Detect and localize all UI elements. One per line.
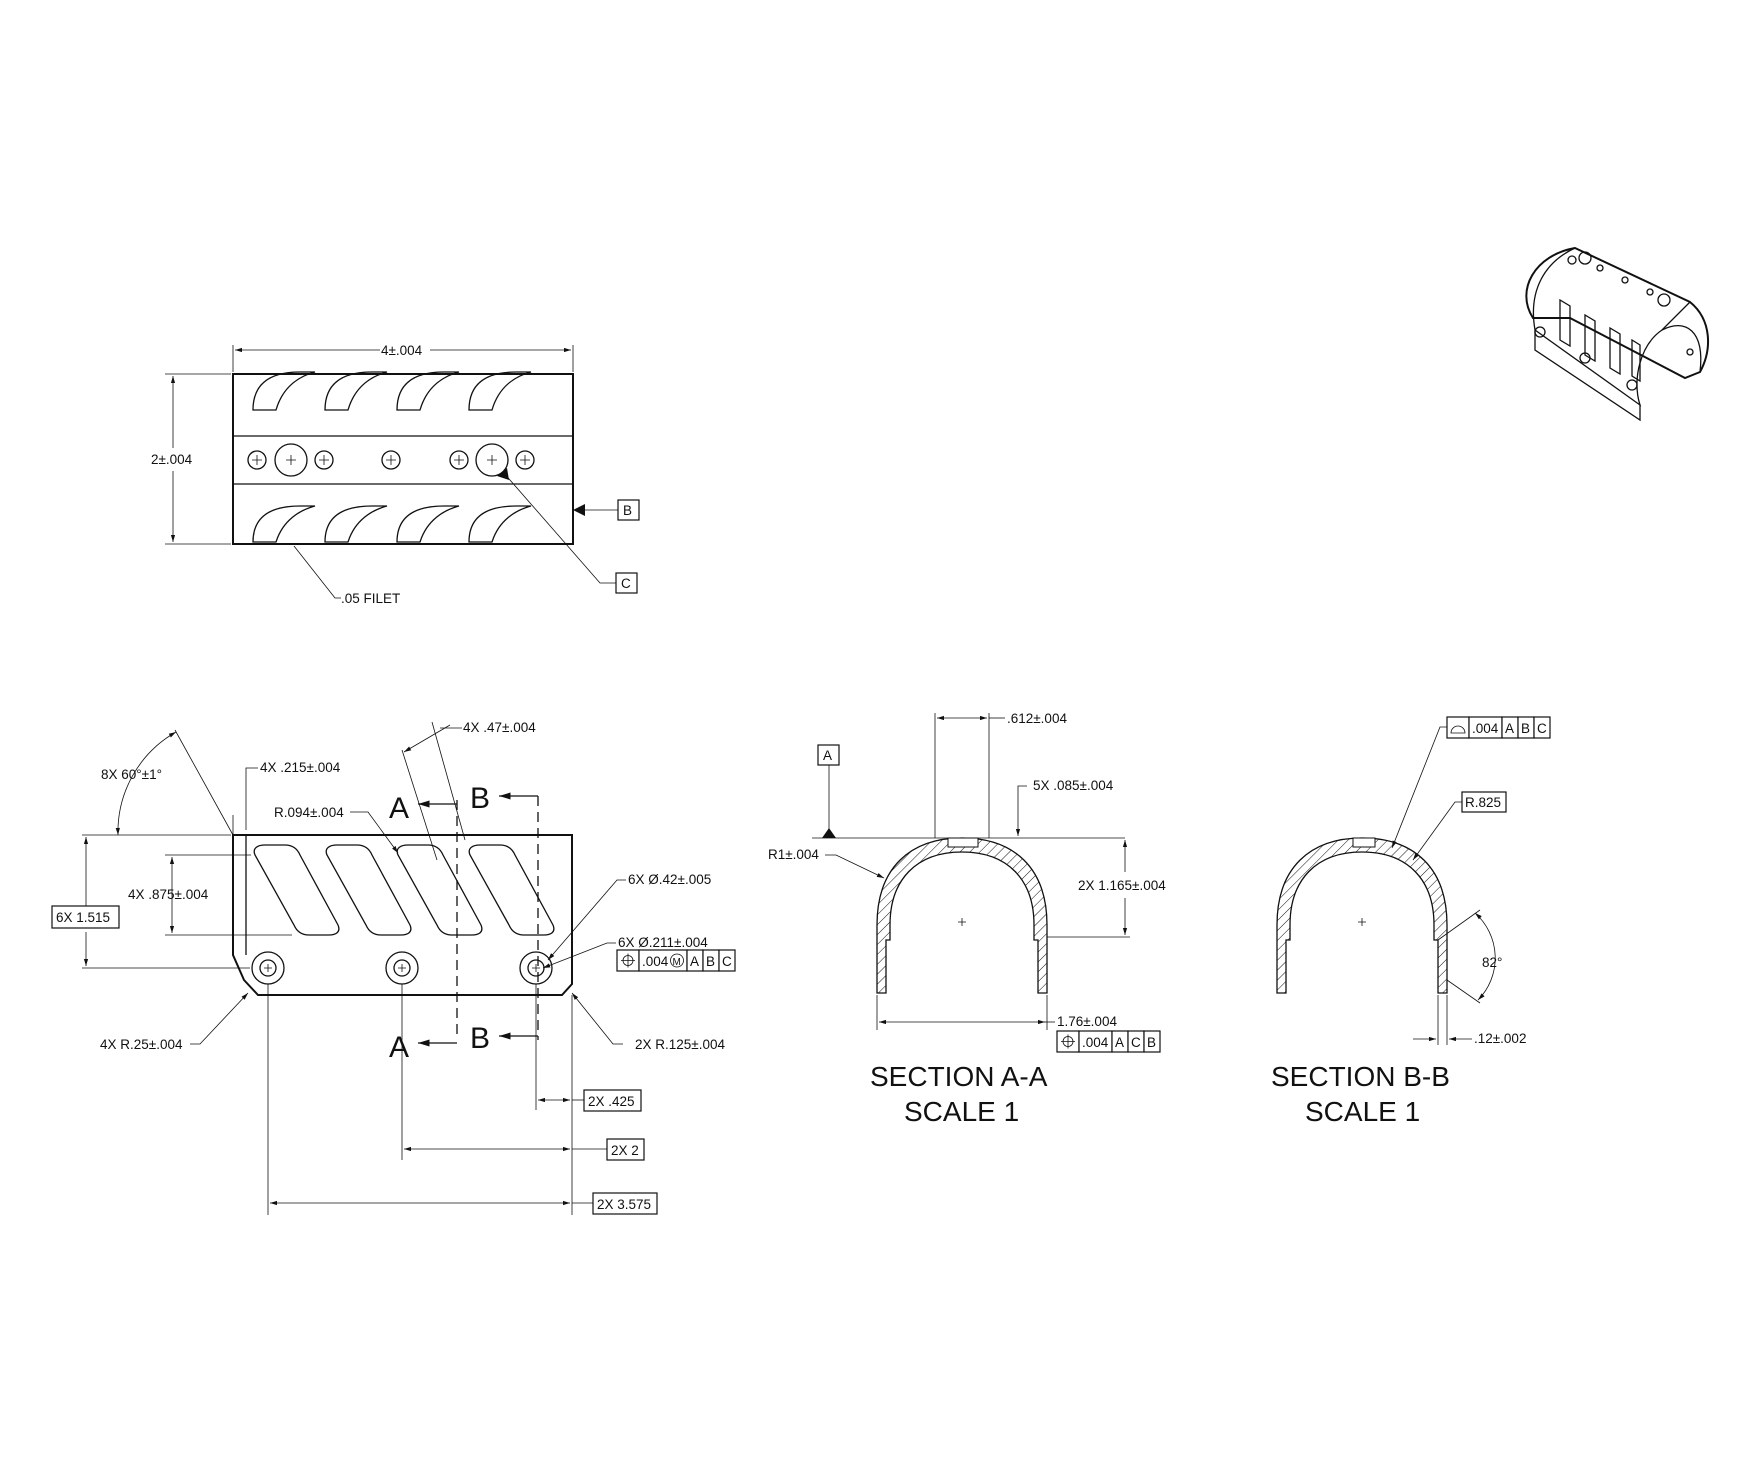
front-view: A A B B 6X 1.515 4X .875±.004 8X 60°±1° … [51, 720, 736, 1215]
dim-425: 2X .425 [588, 1094, 635, 1109]
radius-bb: R.825 [1465, 795, 1501, 810]
thickness-bb: .12±.002 [1474, 1031, 1526, 1046]
overall-height-dim: 6X 1.515 [56, 910, 110, 925]
slot-height-dim: 4X .875±.004 [128, 887, 209, 902]
radius-aa: R1±.004 [768, 847, 819, 862]
top-holes [247, 443, 535, 477]
top-width-aa: .612±.004 [1007, 711, 1067, 726]
slot-width-dim: 4X .47±.004 [463, 720, 536, 735]
hole-fcf-datum-1: A [690, 954, 699, 969]
hole-fcf-datum-2: B [706, 954, 715, 969]
width-aa: 1.76±.004 [1057, 1014, 1117, 1029]
bb-profile-fcf: .004 A B C [1446, 716, 1551, 739]
bb-fcf-tol: .004 [1472, 721, 1499, 736]
radius-small-dim: R.094±.004 [274, 805, 344, 820]
section-b-top: B [470, 782, 490, 815]
slot-depth-aa: 5X .085±.004 [1033, 778, 1114, 793]
hole-fcf-tol: .004 [642, 954, 669, 969]
angle-bb: 82° [1482, 955, 1502, 970]
hole-fcf-datum-3: C [722, 954, 732, 969]
isometric-view [1525, 246, 1709, 422]
top-view: 4±.004 2±.004 B C .05 FILET [151, 343, 640, 606]
hole-small-dim: 6X Ø.211±.004 [618, 935, 708, 950]
angle-note: 8X 60°±1° [101, 767, 162, 782]
aa-fcf: .004 A C B [1056, 1030, 1161, 1053]
bb-fcf-datum-1: A [1505, 721, 1514, 736]
aa-fcf-datum-2: C [1131, 1035, 1141, 1050]
hole-large-dim: 6X Ø.42±.005 [628, 872, 711, 887]
edge-dim: 4X .215±.004 [260, 760, 341, 775]
section-bb-title: SECTION B-B [1271, 1061, 1450, 1092]
aa-fcf-datum-3: B [1147, 1035, 1156, 1050]
section-aa: A .612±.004 5X .085±.004 R1±.004 2X 1.16… [768, 711, 1166, 1127]
height-aa: 2X 1.165±.004 [1078, 878, 1166, 893]
top-width-dim: 4±.004 [381, 343, 423, 358]
bb-fcf-datum-2: B [1521, 721, 1530, 736]
datum-b-top: B [623, 503, 632, 518]
datum-c-top: C [621, 576, 631, 591]
hole-fcf: .004 M A B C [616, 949, 736, 972]
section-b-bottom: B [470, 1022, 490, 1055]
top-slots-lower [252, 505, 532, 543]
aa-fcf-tol: .004 [1082, 1035, 1109, 1050]
section-bb: .004 A B C R.825 82° .12±.002 SECTION B-… [1271, 716, 1551, 1127]
section-a-top: A [389, 792, 409, 825]
section-aa-scale: SCALE 1 [904, 1096, 1019, 1127]
hole-fcf-mod: M [673, 957, 681, 968]
datum-a: A [823, 748, 832, 763]
bb-fcf-datum-3: C [1537, 721, 1547, 736]
corner-radius-right: 2X R.125±.004 [635, 1037, 725, 1052]
front-slots [253, 844, 555, 936]
top-height-dim: 2±.004 [151, 452, 193, 467]
fillet-note: .05 FILET [341, 591, 400, 606]
section-a-bottom: A [389, 1031, 409, 1064]
dim-2: 2X 2 [611, 1143, 639, 1158]
section-bb-scale: SCALE 1 [1305, 1096, 1420, 1127]
dim-3575: 2X 3.575 [597, 1197, 651, 1212]
corner-radius-left: 4X R.25±.004 [100, 1037, 183, 1052]
top-slots-upper [252, 371, 532, 411]
aa-fcf-datum-1: A [1115, 1035, 1124, 1050]
section-aa-title: SECTION A-A [870, 1061, 1048, 1092]
